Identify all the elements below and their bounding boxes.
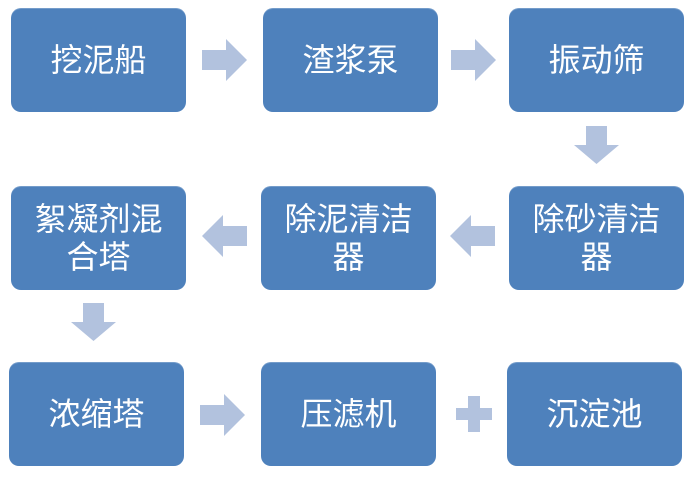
- node-label: 合塔: [66, 239, 131, 275]
- node-sedimentation-pond: 沉淀池: [507, 362, 682, 466]
- node-label: 渣浆泵: [302, 41, 399, 78]
- node-thickening-tower: 浓缩塔: [9, 362, 184, 466]
- node-label: 挖泥船: [50, 41, 147, 78]
- left-arrow-icon: [202, 215, 247, 257]
- down-arrow-connector: [71, 303, 116, 341]
- left-arrow-connector: [202, 215, 247, 257]
- node-dredger: 挖泥船: [11, 8, 186, 112]
- right-arrow-icon: [202, 39, 247, 81]
- plus-icon: [456, 396, 492, 432]
- node-label: 压滤机: [300, 395, 397, 432]
- right-arrow-icon: [451, 39, 496, 81]
- node-slurry-pump: 渣浆泵: [263, 8, 438, 112]
- node-desanding-cleaner: 除砂清洁 器: [509, 186, 684, 290]
- node-desilting-cleaner: 除泥清洁 器: [261, 186, 436, 290]
- node-label: 振动筛: [548, 41, 645, 78]
- left-arrow-icon: [450, 215, 495, 257]
- right-arrow-icon: [200, 394, 245, 436]
- node-label: 除砂清洁: [532, 200, 661, 237]
- right-arrow-connector: [451, 39, 496, 81]
- node-label: 沉淀池: [546, 395, 643, 432]
- node-label: 器: [580, 239, 613, 275]
- node-label: 器: [332, 239, 365, 275]
- node-label: 浓缩塔: [48, 395, 145, 432]
- down-arrow-icon: [71, 303, 116, 341]
- left-arrow-connector: [450, 215, 495, 257]
- down-arrow-icon: [574, 126, 619, 164]
- plus-connector: [456, 396, 492, 432]
- node-filter-press: 压滤机: [261, 362, 436, 466]
- node-label: 絮凝剂混: [34, 200, 163, 237]
- down-arrow-connector: [574, 126, 619, 164]
- node-vibrating-screen: 振动筛: [509, 8, 684, 112]
- right-arrow-connector: [200, 394, 245, 436]
- node-label: 除泥清洁: [284, 200, 413, 237]
- node-flocculant-mixing-tower: 絮凝剂混 合塔: [11, 186, 186, 290]
- right-arrow-connector: [202, 39, 247, 81]
